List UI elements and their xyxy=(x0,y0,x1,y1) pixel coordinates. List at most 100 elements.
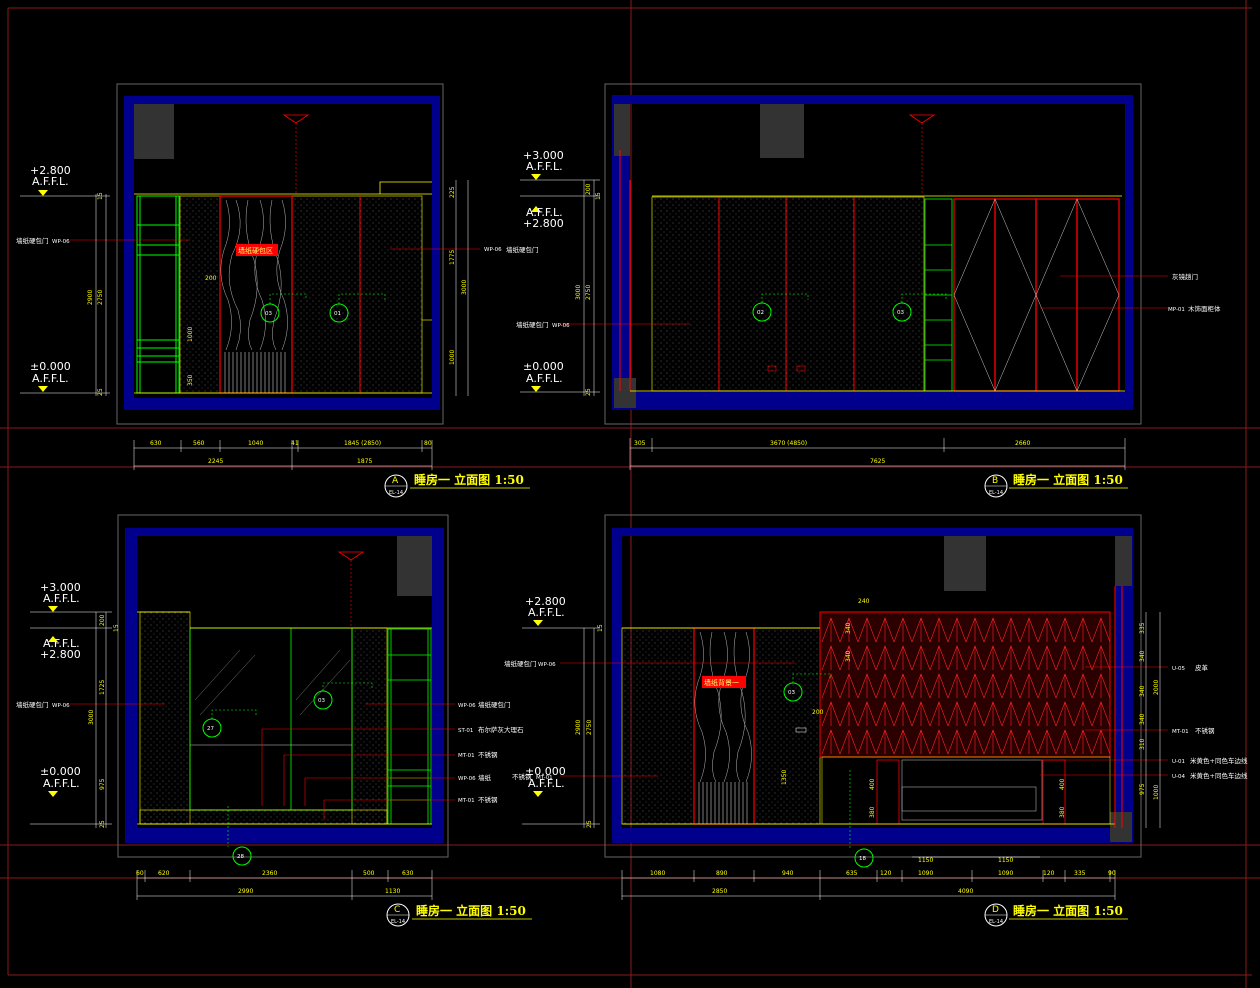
tuft-cell xyxy=(911,729,931,755)
view-c-cabinet xyxy=(387,628,432,825)
svg-text:18: 18 xyxy=(859,856,866,862)
svg-text:1725: 1725 xyxy=(99,680,106,695)
view-b-level-floor: ±0.000 xyxy=(523,360,564,373)
view-c-leader-steel-2: 不锈钢 xyxy=(478,795,498,804)
tuft-cell xyxy=(983,617,1003,643)
view-d-tufting xyxy=(821,617,1111,755)
tuft-cell xyxy=(821,673,841,699)
tuft-cell xyxy=(1055,673,1075,699)
svg-text:EL-14: EL-14 xyxy=(989,919,1003,925)
view-d-leader-u04: 米黄色+同色车边线 xyxy=(1190,771,1248,780)
view-a-leader-right: 墙纸硬包门 xyxy=(506,245,539,254)
svg-text:A.F.F.L.: A.F.F.L. xyxy=(528,606,565,619)
tuft-cell xyxy=(1037,617,1057,643)
svg-text:1845 (2850): 1845 (2850) xyxy=(344,440,381,447)
svg-text:A.F.F.L.: A.F.F.L. xyxy=(43,777,80,790)
tuft-cell xyxy=(1091,701,1111,727)
view-a-panel-left xyxy=(179,195,221,394)
svg-text:MT-01: MT-01 xyxy=(1172,729,1189,735)
svg-text:01: 01 xyxy=(334,311,341,317)
tuft-cell xyxy=(821,617,841,643)
svg-text:2245: 2245 xyxy=(208,458,223,465)
svg-text:2000: 2000 xyxy=(1153,680,1160,695)
svg-text:975: 975 xyxy=(1139,783,1146,795)
tuft-cell xyxy=(1091,645,1111,671)
tuft-cell xyxy=(857,729,877,755)
svg-text:400: 400 xyxy=(1059,778,1066,790)
svg-text:+2.800: +2.800 xyxy=(523,217,564,230)
view-a-panel-right xyxy=(291,195,423,394)
tuft-cell xyxy=(1037,645,1057,671)
svg-text:500: 500 xyxy=(363,870,375,877)
svg-text:1080: 1080 xyxy=(650,870,665,877)
tuft-cell xyxy=(857,673,877,699)
svg-text:380: 380 xyxy=(1059,806,1066,818)
tuft-cell xyxy=(947,617,967,643)
svg-text:03: 03 xyxy=(897,310,904,316)
tuft-cell xyxy=(839,645,859,671)
svg-text:A.F.F.L.: A.F.F.L. xyxy=(43,592,80,605)
tuft-cell xyxy=(965,729,985,755)
svg-text:02: 02 xyxy=(757,310,764,316)
tuft-cell xyxy=(965,673,985,699)
tuft-cell xyxy=(929,729,949,755)
view-d-headboard xyxy=(819,611,1111,758)
svg-text:90: 90 xyxy=(1108,870,1116,877)
svg-text:03: 03 xyxy=(318,698,325,704)
view-a-vdims-right xyxy=(455,180,469,396)
tuft-cell xyxy=(1001,701,1021,727)
svg-text:1150: 1150 xyxy=(918,857,933,864)
svg-text:28: 28 xyxy=(237,854,244,860)
tuft-cell xyxy=(983,729,1003,755)
svg-text:2660: 2660 xyxy=(1015,440,1030,447)
view-d-bubble-18: 18 xyxy=(854,848,874,868)
view-a-label-area: 墙纸硬包区 xyxy=(238,246,273,255)
view-d-panel-left xyxy=(621,627,695,825)
view-b-wardrobe-doors xyxy=(953,198,1120,392)
tuft-cell xyxy=(1055,645,1075,671)
view-a-frame xyxy=(116,83,444,425)
tuft-cell xyxy=(1001,617,1021,643)
tuft-cell xyxy=(857,617,877,643)
view-c-leader-wallpaper-2: 墙纸 xyxy=(478,773,492,782)
svg-text:U-01: U-01 xyxy=(1172,759,1185,765)
svg-text:1000: 1000 xyxy=(449,350,456,365)
tuft-cell xyxy=(911,617,931,643)
tuft-cell xyxy=(857,645,877,671)
view-b-leader-mirror-door: 灰镜趟门 xyxy=(1172,272,1198,281)
view-d-leader-left: 墙纸硬包门 xyxy=(504,659,537,668)
tuft-cell xyxy=(875,729,895,755)
tuft-cell xyxy=(965,645,985,671)
svg-text:A.F.F.L.: A.F.F.L. xyxy=(526,206,563,219)
svg-text:1090: 1090 xyxy=(998,870,1013,877)
view-d-vdims-left xyxy=(583,628,595,828)
view-c-panel-right xyxy=(351,627,388,825)
svg-text:120: 120 xyxy=(880,870,892,877)
view-c-leader-marble: 布尔萨灰大理石 xyxy=(478,725,524,734)
svg-text:+2.800: +2.800 xyxy=(40,648,81,661)
tuft-cell xyxy=(893,617,913,643)
view-a-wood-grain xyxy=(220,199,288,351)
svg-text:WP-06: WP-06 xyxy=(538,662,556,668)
tuft-cell xyxy=(929,673,949,699)
svg-text:310: 310 xyxy=(1139,738,1146,750)
svg-text:MT-01: MT-01 xyxy=(536,775,553,781)
svg-text:4090: 4090 xyxy=(958,888,973,895)
view-c-frame xyxy=(117,514,449,858)
tuft-cell xyxy=(839,617,859,643)
view-a-title: 睡房一 立面图 1:50 xyxy=(414,472,524,487)
tuft-cell xyxy=(893,701,913,727)
tuft-cell xyxy=(1001,673,1021,699)
elevation-view-b: 02 03 墙纸硬包门 WP-06 灰镜趟门 MP-01 木饰面柜体 +3.00… xyxy=(516,83,1221,498)
tuft-cell xyxy=(1037,701,1057,727)
tuft-cell xyxy=(875,645,895,671)
svg-text:350: 350 xyxy=(187,374,194,386)
elevation-view-a: 墙纸硬包区 03 01 墙纸硬包门 WP-06 WP-06 墙纸硬包门 +2.8… xyxy=(16,83,539,498)
svg-text:03: 03 xyxy=(265,311,272,317)
svg-text:380: 380 xyxy=(869,806,876,818)
tuft-cell xyxy=(947,673,967,699)
svg-text:240: 240 xyxy=(858,598,870,605)
svg-text:2750: 2750 xyxy=(97,290,104,305)
view-a-level-floor: ±0.000 xyxy=(30,360,71,373)
